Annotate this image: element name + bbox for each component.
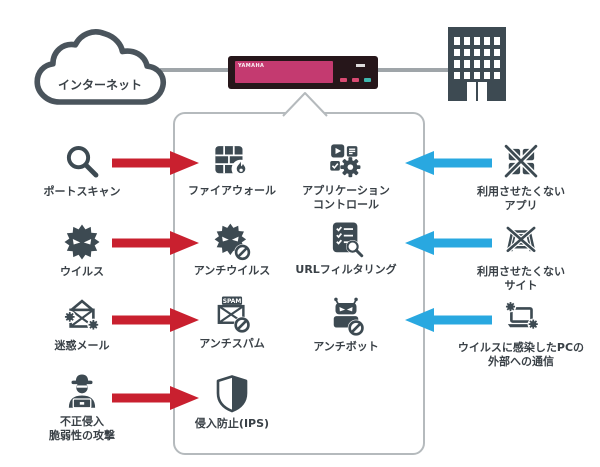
feature-label: ファイアウォール: [188, 184, 276, 197]
feature-label: アプリケーション コントロール: [302, 184, 390, 211]
router-brand-logo: YAMAHA: [238, 63, 265, 69]
feature-label: アンチボット: [313, 340, 379, 353]
spam-mail-icon: [61, 295, 103, 337]
feature-url-filtering: URLフィルタリング: [281, 219, 411, 277]
threat-label: 不正侵入 脆弱性の攻撃: [49, 415, 115, 442]
antivirus-icon: [211, 220, 253, 262]
feature-ips: 侵入防止(IPS): [177, 373, 287, 431]
antibot-icon: [325, 296, 367, 338]
inbound-threat-arrow-4: [112, 386, 199, 410]
router-front-panel: YAMAHA: [235, 61, 333, 83]
threat-port-scan: ポートスキャン: [12, 141, 152, 199]
outbound-block-arrow-1: [405, 151, 492, 175]
url-filter-icon: [325, 219, 367, 261]
building-windows: [454, 37, 500, 79]
threat-label: ウイルス: [60, 265, 104, 278]
threat-label: 利用させたくない サイト: [477, 265, 565, 292]
shield-icon: [211, 373, 253, 415]
internet-label: インターネット: [57, 78, 142, 92]
threat-spam-mail: 迷惑メール: [12, 295, 152, 353]
app-control-icon: [325, 140, 367, 182]
outbound-block-arrow-3: [405, 308, 492, 332]
inbound-threat-arrow-1: [112, 151, 199, 175]
threat-label: 利用させたくない アプリ: [477, 185, 565, 212]
feature-label: 侵入防止(IPS): [194, 417, 270, 430]
hacker-icon: [61, 371, 103, 413]
callout-pointer: [282, 92, 328, 117]
svg-text:SPAM: SPAM: [223, 298, 242, 305]
building-door: [467, 82, 487, 101]
office-building: [448, 27, 506, 101]
threat-unwanted-apps: 利用させたくない アプリ: [442, 141, 600, 213]
blocked-site-icon: [500, 221, 542, 263]
feature-antivirus: アンチウイルス: [177, 220, 287, 278]
antispam-icon: SPAM: [211, 293, 253, 335]
virus-icon: [61, 221, 103, 263]
security-features-box: [173, 112, 425, 455]
router-model-mark: [356, 64, 365, 67]
feature-antispam: SPAM アンチスパム: [177, 293, 287, 351]
threat-intrusion: 不正侵入 脆弱性の攻撃: [12, 371, 152, 443]
feature-label: アンチスパム: [199, 337, 265, 350]
feature-antibot: アンチボット: [281, 296, 411, 354]
feature-label: アンチウイルス: [193, 264, 271, 277]
threat-label: ポートスキャン: [43, 185, 121, 198]
utm-router: YAMAHA: [228, 56, 378, 89]
cloud-icon: [34, 29, 167, 105]
blocked-app-icon: [500, 141, 542, 183]
internet-cloud: インターネット: [26, 20, 174, 110]
feature-firewall: ファイアウォール: [177, 140, 287, 198]
inbound-threat-arrow-2: [112, 231, 199, 255]
router-led-1: [340, 78, 347, 82]
router-led-3: [364, 78, 371, 82]
router-led-2: [352, 78, 359, 82]
firewall-icon: [211, 140, 253, 182]
feature-app-control: アプリケーション コントロール: [281, 140, 411, 212]
inbound-threat-arrow-3: [112, 308, 199, 332]
threat-infected-pc: ウイルスに感染したPCの 外部への通信: [442, 297, 600, 369]
threat-virus: ウイルス: [12, 221, 152, 279]
infected-pc-icon: [500, 297, 542, 339]
magnifier-icon: [61, 141, 103, 183]
threat-unwanted-sites: 利用させたくない サイト: [442, 221, 600, 293]
threat-label: ウイルスに感染したPCの 外部への通信: [457, 341, 585, 368]
threat-label: 迷惑メール: [54, 339, 110, 352]
outbound-block-arrow-2: [405, 231, 492, 255]
feature-label: URLフィルタリング: [295, 263, 397, 276]
